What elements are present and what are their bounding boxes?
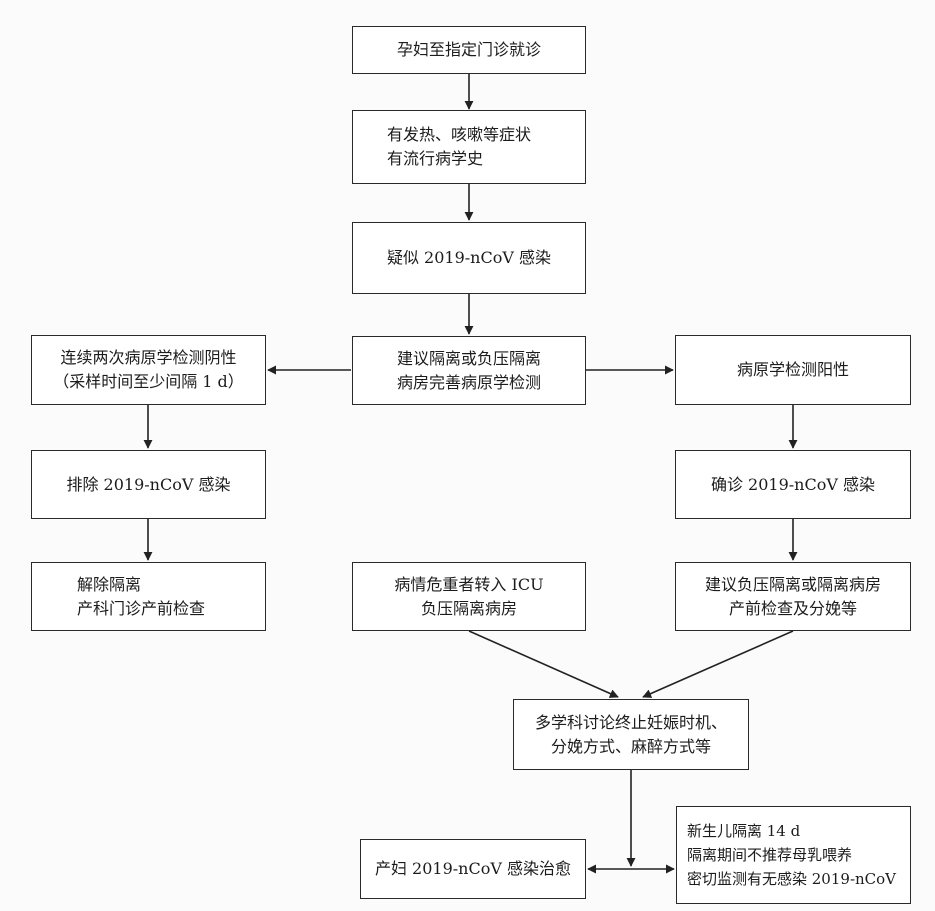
node-mdt: 多学科讨论终止妊娠时机、 分娩方式、麻醉方式等 bbox=[513, 699, 749, 770]
node-icu-line-1: 病情危重者转入 ICU bbox=[394, 574, 544, 594]
node-suspected: 疑似 2019-nCoV 感染 bbox=[352, 222, 586, 294]
node-isolation: 建议隔离或负压隔离 病房完善病原学检测 bbox=[352, 336, 586, 405]
node-newborn-line-2: 隔离期间不推荐母乳喂养 bbox=[687, 846, 853, 864]
node-cured-line-1: 产妇 2019-nCoV 感染治愈 bbox=[374, 859, 572, 878]
node-confirmed: 确诊 2019-nCoV 感染 bbox=[675, 450, 911, 519]
node-symptoms: 有发热、咳嗽等症状 有流行病学史 bbox=[352, 110, 586, 184]
node-newborn-line-1: 新生儿隔离 14 d bbox=[687, 822, 801, 840]
node-visit: 孕妇至指定门诊就诊 bbox=[352, 26, 586, 74]
node-cured: 产妇 2019-nCoV 感染治愈 bbox=[360, 839, 586, 899]
node-suspected-line-1: 疑似 2019-nCoV 感染 bbox=[386, 248, 552, 267]
node-excluded-line-1: 排除 2019-nCoV 感染 bbox=[66, 474, 231, 494]
node-isolation-line-2: 病房完善病原学检测 bbox=[396, 372, 541, 392]
node-newborn-line-3: 密切监测有无感染 2019-nCoV bbox=[687, 870, 897, 888]
node-mdt-line-2: 分娩方式、麻醉方式等 bbox=[550, 736, 711, 756]
node-symptoms-line-2: 有流行病学史 bbox=[387, 149, 484, 168]
node-negative-line-2: （采样时间至少间隔 1 d） bbox=[53, 372, 244, 391]
arrow-ward-to-mdt bbox=[642, 630, 794, 698]
node-icu-line-2: 负压隔离病房 bbox=[420, 598, 517, 618]
arrow-icu-to-mdt bbox=[468, 630, 619, 698]
node-isolation-line-1: 建议隔离或负压隔离 bbox=[396, 348, 541, 368]
node-ward: 建议负压隔离或隔离病房 产前检查及分娩等 bbox=[675, 562, 911, 631]
node-release: 解除隔离 产科门诊产前检查 bbox=[31, 562, 266, 631]
node-excluded: 排除 2019-nCoV 感染 bbox=[31, 450, 266, 519]
node-ward-line-1: 建议负压隔离或隔离病房 bbox=[704, 574, 881, 594]
node-release-line-2: 产科门诊产前检查 bbox=[77, 598, 206, 618]
node-symptoms-line-1: 有发热、咳嗽等症状 bbox=[387, 125, 532, 144]
node-newborn: 新生儿隔离 14 d 隔离期间不推荐母乳喂养 密切监测有无感染 2019-nCo… bbox=[676, 806, 911, 904]
node-positive-line-1: 病原学检测阳性 bbox=[736, 360, 849, 379]
node-confirmed-line-1: 确诊 2019-nCoV 感染 bbox=[710, 474, 876, 494]
node-ward-line-2: 产前检查及分娩等 bbox=[728, 598, 857, 618]
node-negative: 连续两次病原学检测阴性 （采样时间至少间隔 1 d） bbox=[31, 335, 266, 405]
node-icu: 病情危重者转入 ICU 负压隔离病房 bbox=[352, 562, 586, 631]
node-negative-line-1: 连续两次病原学检测阴性 bbox=[60, 348, 237, 367]
node-mdt-line-1: 多学科讨论终止妊娠时机、 bbox=[534, 712, 727, 732]
node-positive: 病原学检测阳性 bbox=[675, 335, 911, 405]
node-release-line-1: 解除隔离 bbox=[77, 574, 142, 594]
node-visit-line-1: 孕妇至指定门诊就诊 bbox=[396, 40, 541, 59]
